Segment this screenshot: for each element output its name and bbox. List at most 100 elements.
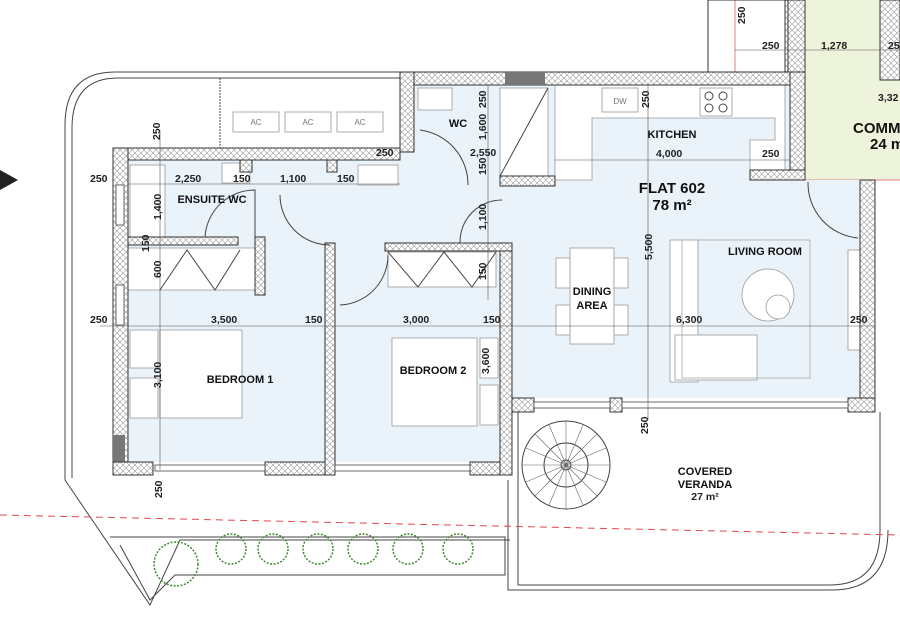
wardrobe-doors: [159, 249, 241, 291]
burner: [718, 103, 728, 113]
dimension-label: 1,600: [477, 114, 489, 140]
dimension-label: 250: [639, 416, 651, 434]
veranda-outline-inner: [507, 480, 889, 591]
dimension-label: 1,100: [280, 173, 306, 185]
room-label-bedroom-1: BEDROOM 1: [207, 374, 274, 386]
dimension-label: 150: [337, 173, 355, 185]
room-label-wc: WC: [449, 118, 467, 130]
dimension-label: 250: [153, 480, 165, 498]
plant-icon: [392, 533, 424, 565]
ac-unit: [284, 111, 332, 133]
nightstand: [129, 377, 159, 419]
wardrobe: [387, 251, 497, 288]
boundary-line: [0, 514, 900, 536]
bathtub: [129, 164, 166, 238]
dimension-label: 6,300: [676, 314, 702, 326]
dimension-label: 150: [477, 157, 489, 175]
chair: [613, 304, 629, 336]
dimension-label: 1,100: [477, 204, 489, 230]
ac-label: AC: [250, 118, 261, 127]
coffee-table-small: [765, 294, 791, 320]
flat-name: FLAT 602: [639, 180, 705, 197]
dimension-label: 250: [90, 173, 108, 185]
veranda-area: 27 m²: [691, 491, 719, 503]
spiral-staircase-icon: [521, 420, 611, 510]
plant-icon: [153, 541, 199, 587]
doors: [204, 129, 859, 306]
dimension-label: 150: [305, 314, 323, 326]
adjacent-room: [707, 0, 789, 73]
wardrobe-doors: [387, 251, 497, 288]
dimension-label: 150: [140, 234, 152, 252]
dimension-label: 2,250: [175, 173, 201, 185]
dimension-label: 250: [762, 40, 780, 52]
dimension-label: 250: [762, 148, 780, 160]
dimension-label: 250: [850, 314, 868, 326]
plants: [153, 533, 474, 587]
room-label-veranda: COVERED: [678, 466, 732, 478]
flat-area: 78 m²: [652, 197, 691, 214]
dimension-label: 250: [736, 6, 748, 24]
terrace-outline: [64, 71, 510, 607]
nightstand: [479, 337, 499, 379]
ac-unit: [232, 111, 280, 133]
nightstand: [129, 329, 159, 369]
sofa-chaise: [674, 334, 758, 381]
chair: [555, 257, 571, 289]
ac-label: AC: [354, 118, 365, 127]
dimension-label: 4,000: [656, 148, 682, 160]
dimension-label: 250: [640, 90, 652, 108]
dimension-label: 3,100: [152, 362, 164, 388]
ac-label: AC: [302, 118, 313, 127]
planter: [110, 536, 506, 601]
dimension-label: 250: [90, 314, 108, 326]
plant-icon: [442, 533, 474, 565]
burner: [718, 91, 728, 101]
veranda-outline: [517, 412, 881, 586]
common-wall: [879, 0, 900, 81]
plant-icon: [302, 533, 334, 565]
stove: [699, 87, 733, 117]
dimension-label: 3,32: [878, 92, 899, 104]
ac-units: AC AC AC: [232, 111, 384, 133]
dimension-label: 3,000: [403, 314, 429, 326]
dimension-label: 250: [151, 122, 163, 140]
dimension-label: 1,278: [821, 40, 847, 52]
ac-unit: [336, 111, 384, 133]
tv-unit: [847, 249, 861, 351]
dimension-label: 150: [477, 262, 489, 280]
burner: [704, 91, 714, 101]
plant-icon: [257, 533, 289, 565]
shower-diagonal: [499, 87, 549, 177]
chair: [613, 257, 629, 289]
room-label-common: COMM: [853, 120, 900, 137]
dimension-labels: 250 250 2,250 150 1,100 150 250 250 1,60…: [90, 6, 900, 498]
dimension-label: 600: [152, 260, 164, 278]
dimension-label: 2,550: [470, 147, 496, 159]
bed: [159, 329, 243, 419]
common-area-size: 24 m: [870, 136, 900, 153]
dimension-label: 150: [233, 173, 251, 185]
dimension-label: 1,400: [152, 194, 164, 220]
wc-basin: [417, 87, 453, 111]
wardrobe: [127, 247, 261, 291]
wardrobe: [357, 164, 399, 186]
dimension-label: 3,500: [211, 314, 237, 326]
plant-icon: [215, 533, 247, 565]
walls: [112, 71, 876, 476]
room-label-living-room: LIVING ROOM: [728, 246, 802, 258]
windows: [115, 184, 849, 472]
dimension-label: 250: [888, 40, 900, 52]
chair: [555, 304, 571, 336]
room-label-dining-2: AREA: [576, 300, 607, 312]
room-label-veranda-2: VERANDA: [678, 479, 732, 491]
entrance-arrow-icon: [0, 170, 18, 190]
bed: [391, 337, 478, 427]
dimension-label: 150: [483, 314, 501, 326]
dimension-lines: [100, 49, 900, 470]
plant-icon: [347, 533, 379, 565]
dimension-label: 250: [376, 147, 394, 159]
burner: [704, 103, 714, 113]
dimension-label: 5,500: [643, 234, 655, 260]
